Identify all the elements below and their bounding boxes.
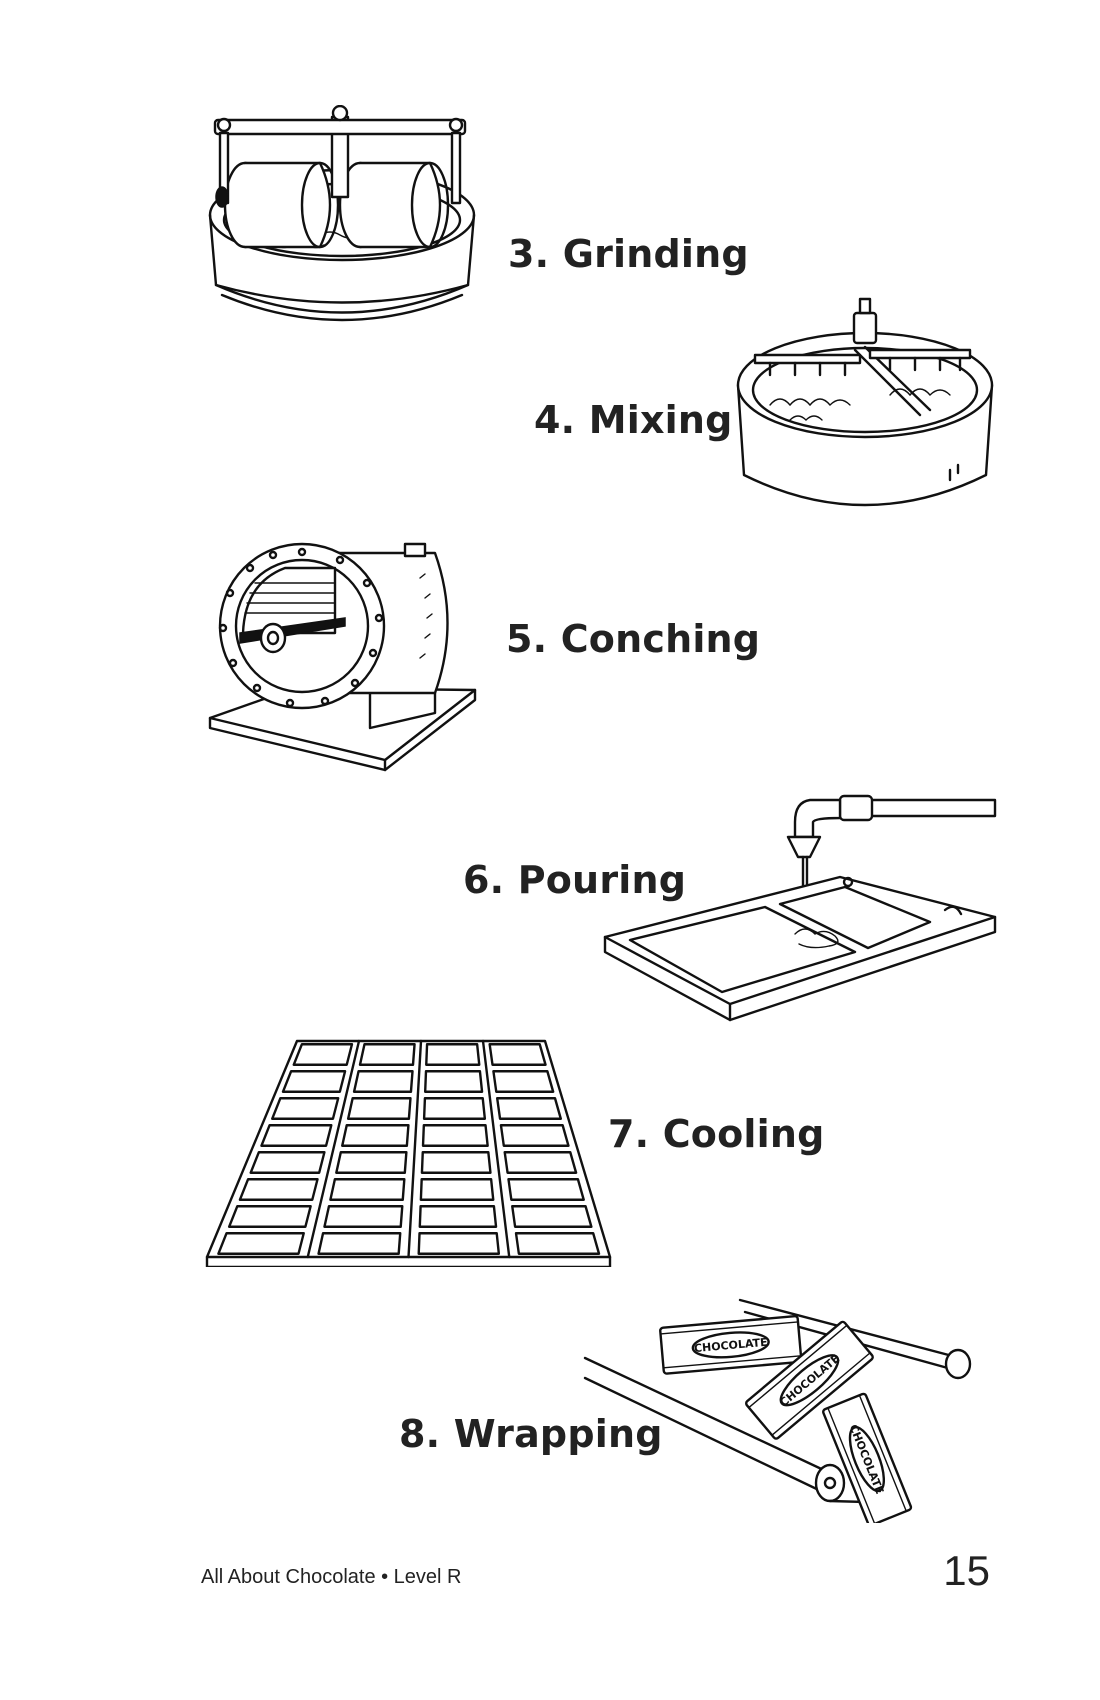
page-number: 15 — [943, 1547, 990, 1595]
step-label-conching: 5. Conching — [506, 617, 760, 661]
book-title-footer: All About Chocolate • Level R — [201, 1566, 462, 1589]
mixing-illustration — [730, 295, 1000, 525]
pouring-illustration — [600, 792, 1000, 1032]
grinding-illustration — [200, 105, 485, 335]
step-label-pouring: 6. Pouring — [463, 858, 686, 902]
wrapping-illustration: CHOCOLATE CHOCOLATE CHOCOLATE — [580, 1298, 975, 1523]
cooling-illustration — [205, 1035, 615, 1267]
step-label-cooling: 7. Cooling — [608, 1112, 825, 1156]
step-label-grinding: 3. Grinding — [508, 232, 749, 276]
step-label-mixing: 4. Mixing — [534, 398, 733, 442]
conching-illustration — [205, 538, 480, 773]
step-label-wrapping: 8. Wrapping — [399, 1412, 663, 1456]
